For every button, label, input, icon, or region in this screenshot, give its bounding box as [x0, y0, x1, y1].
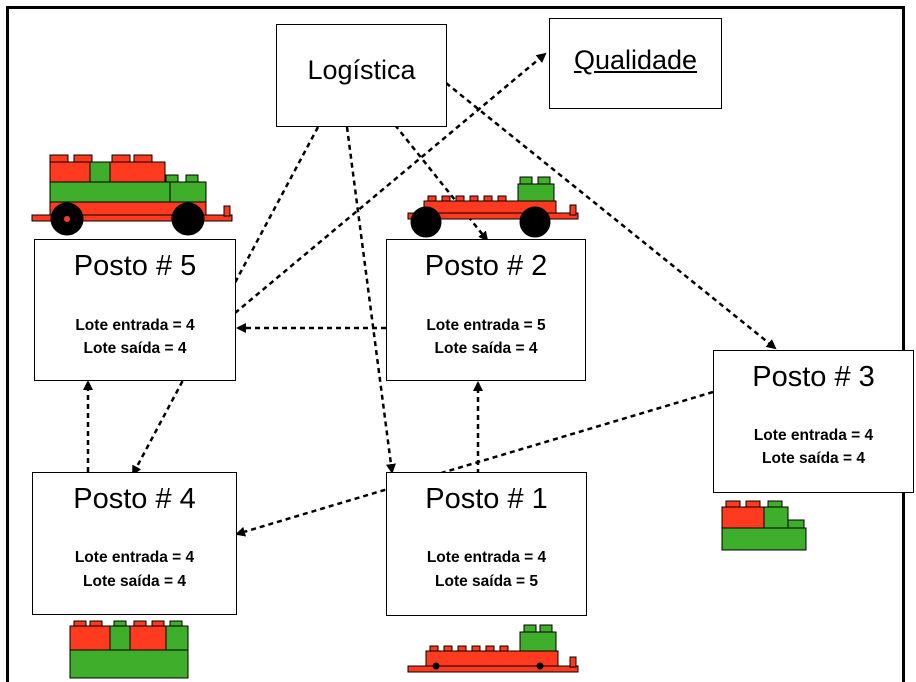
diagram-frame	[6, 6, 905, 682]
node-qualidade: Qualidade	[549, 18, 722, 109]
node-posto1: Posto # 1 Lote entrada = 4 Lote saída = …	[386, 472, 587, 616]
node-title: Posto # 5	[73, 250, 197, 282]
node-title: Posto # 2	[424, 250, 548, 282]
node-posto3: Posto # 3 Lote entrada = 4 Lote saída = …	[713, 350, 914, 493]
node-title: Qualidade	[573, 45, 698, 75]
edge-logistica-posto2	[394, 124, 489, 242]
brick-truck-icon	[31, 154, 233, 236]
node-posto4: Posto # 4 Lote entrada = 4 Lote saída = …	[32, 472, 237, 615]
brick-stack-icon-posto3	[721, 500, 807, 551]
lote-saida: Lote saída = 4	[434, 340, 538, 357]
lote-saida: Lote saída = 4	[83, 573, 186, 590]
lote-entrada: Lote entrada = 5	[426, 317, 546, 334]
node-posto2: Posto # 2 Lote entrada = 5 Lote saída = …	[386, 239, 586, 381]
edge-posto3-posto4	[235, 390, 714, 537]
node-logistica: Logística	[276, 24, 447, 127]
lote-entrada: Lote entrada = 4	[75, 317, 195, 334]
brick-trailer-icon-posto1	[407, 624, 579, 673]
node-title: Posto # 3	[752, 361, 875, 393]
lote-entrada: Lote entrada = 4	[426, 549, 547, 566]
edge-logistica-posto1	[345, 126, 396, 474]
node-title: Posto # 1	[425, 483, 548, 515]
node-title: Posto # 4	[73, 483, 196, 515]
lote-entrada: Lote entrada = 4	[753, 427, 874, 444]
edge-logistica-posto3	[445, 82, 777, 350]
edge-logistica-posto4	[131, 126, 320, 476]
node-title: Logística	[307, 55, 416, 85]
lote-saida: Lote saída = 5	[435, 573, 538, 590]
lote-entrada: Lote entrada = 4	[74, 549, 195, 566]
lote-saida: Lote saída = 4	[83, 340, 187, 357]
brick-trailer-icon	[407, 176, 579, 238]
brick-stack-icon-posto4	[69, 620, 189, 679]
lote-saida: Lote saída = 4	[762, 450, 865, 467]
node-posto5: Posto # 5 Lote entrada = 4 Lote saída = …	[34, 239, 236, 381]
edge-posto5-qualidade	[234, 52, 547, 314]
